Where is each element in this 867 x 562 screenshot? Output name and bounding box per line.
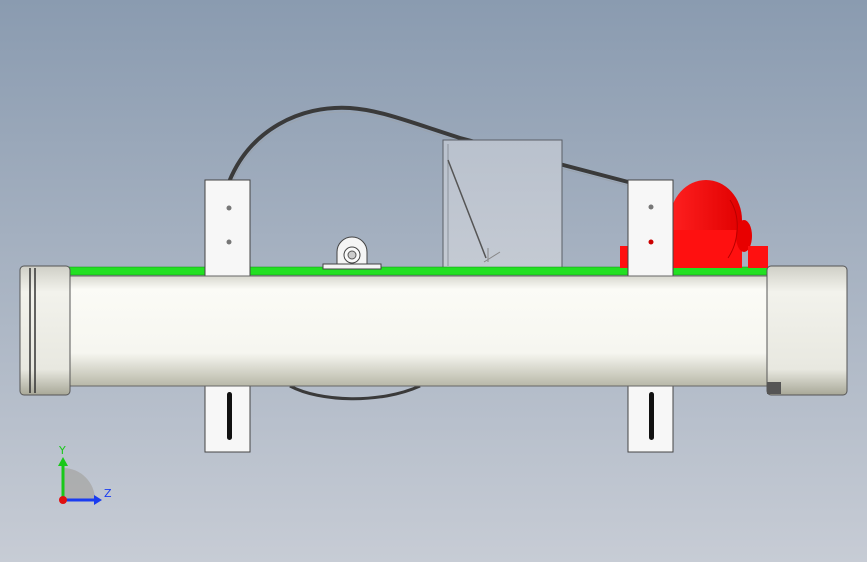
pillow-block-bearing[interactable] <box>322 236 382 270</box>
tube-end-cap-right[interactable] <box>766 265 848 396</box>
transparent-enclosure[interactable] <box>442 139 563 269</box>
y-axis-label: Y <box>58 444 66 457</box>
x-axis-dot <box>59 496 67 504</box>
bracket-upper-left[interactable] <box>204 179 251 277</box>
z-axis-label: Z <box>104 487 112 500</box>
main-tube[interactable] <box>59 275 781 387</box>
belt-upper <box>227 105 633 185</box>
bracket-upper-right[interactable] <box>627 179 674 277</box>
belt-upper-inner <box>231 111 631 187</box>
bracket-lower-right[interactable] <box>627 385 674 453</box>
tube-end-cap-left[interactable] <box>19 265 71 396</box>
axis-triad: Y Z <box>58 444 112 505</box>
belt-lower <box>289 384 421 401</box>
bracket-lower-left[interactable] <box>204 385 251 453</box>
